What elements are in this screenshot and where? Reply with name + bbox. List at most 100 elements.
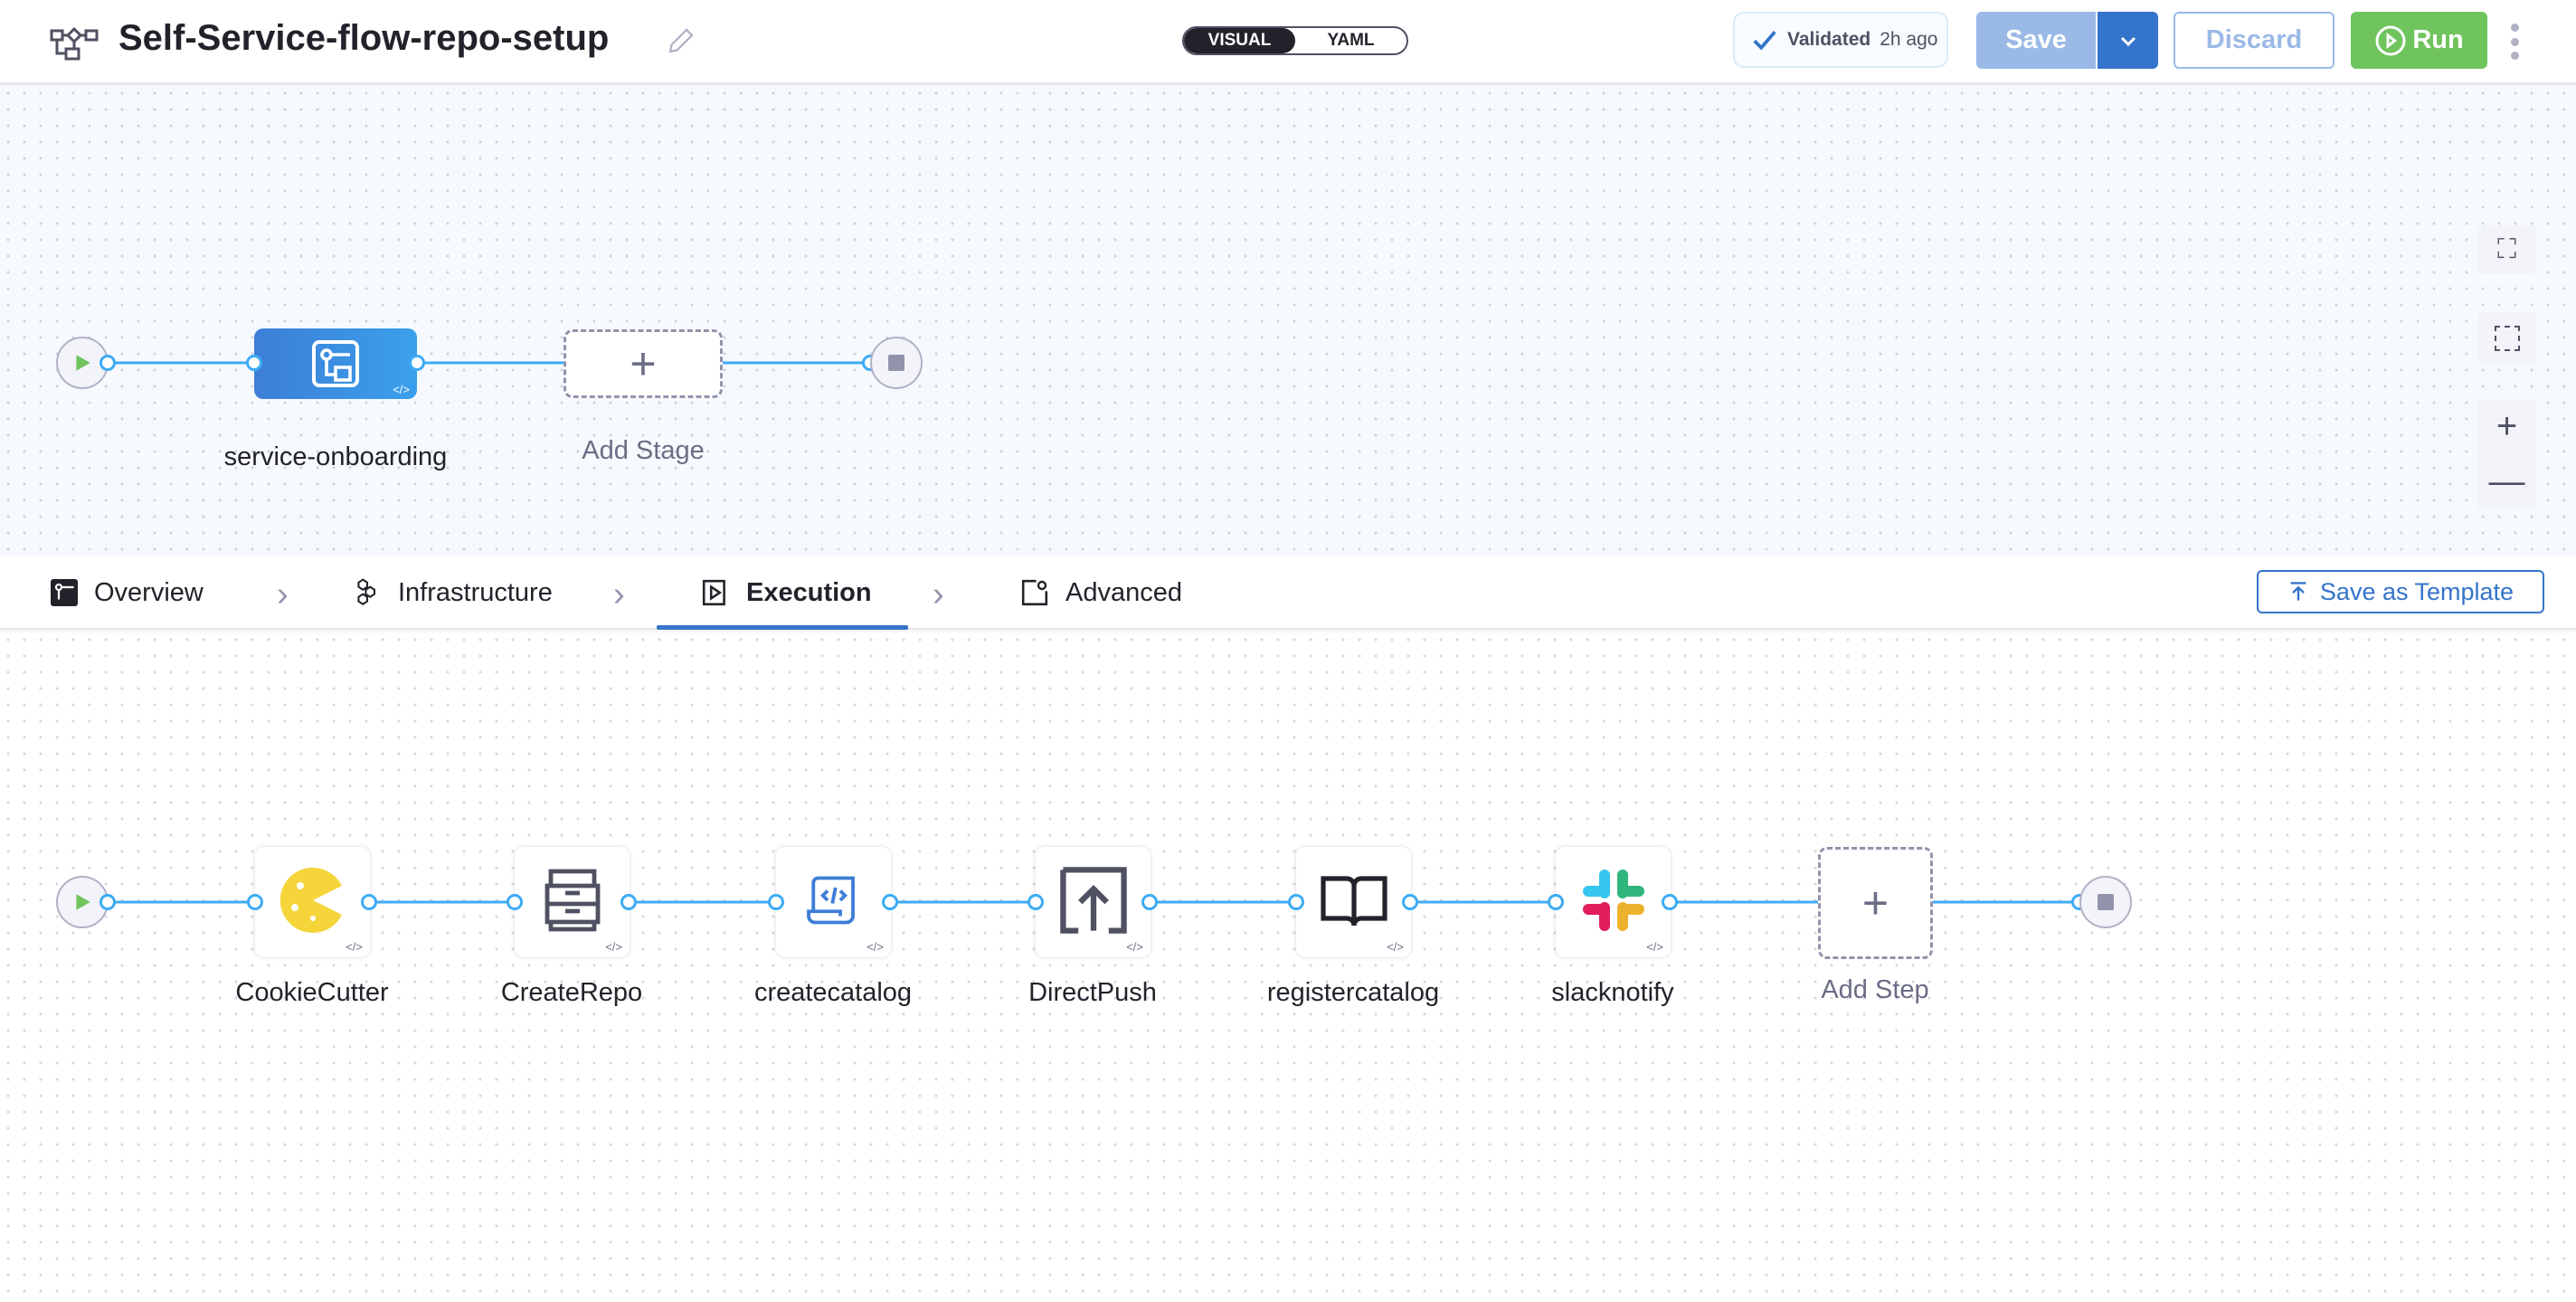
chevron-down-icon [2120,36,2136,46]
pipeline-title: Self-Service-flow-repo-setup [118,18,610,58]
stage-tabs: Overview › Infrastructure › Execution › … [0,556,2576,630]
step-node[interactable]: </> [515,847,630,957]
zoom-out-icon[interactable]: — [2488,461,2525,501]
save-button[interactable]: Save [1976,12,2098,69]
code-icon: </> [867,940,884,954]
step-label: CreateRepo [500,978,643,1007]
port [1402,894,1418,910]
code-icon: </> [1646,940,1663,954]
pipeline-header: Self-Service-flow-repo-setup VISUAL YAML… [0,0,2576,85]
active-tab-indicator [657,625,908,630]
zoom-in-icon[interactable]: + [2496,406,2518,446]
pipeline-icon [50,26,99,61]
port [246,355,262,371]
view-toggle[interactable]: VISUAL YAML [1182,26,1408,55]
validation-time: 2h ago [1880,29,1938,50]
port [507,894,523,910]
fit-to-screen-button[interactable]: ⛶ [2477,225,2536,274]
run-button[interactable]: Run [2351,12,2487,69]
port [768,894,784,910]
port [409,355,425,371]
port [1548,894,1564,910]
add-step-button[interactable]: + [1818,847,1933,959]
add-stage-label: Add Stage [582,436,705,465]
port [1288,894,1304,910]
push-icon [1056,862,1132,943]
chevron-right-icon: › [613,575,625,613]
validation-label: Validated [1787,29,1871,50]
tab-advanced[interactable]: Advanced [1020,556,1182,630]
port [361,894,377,910]
more-options-icon[interactable] [2505,24,2524,60]
selection-icon [2494,326,2520,351]
infrastructure-icon [357,578,376,606]
stop-icon [888,355,904,371]
port [1028,894,1044,910]
tab-label: Overview [94,577,204,607]
zoom-controls: + — [2477,399,2536,509]
stage-connectors [109,361,870,365]
plus-icon: + [630,338,657,389]
port [99,894,116,910]
tab-label: Advanced [1065,577,1182,607]
step-node[interactable]: </> [1296,847,1411,957]
save-dropdown-button[interactable] [2098,12,2158,69]
tab-label: Infrastructure [398,577,553,607]
code-icon: </> [1126,940,1143,954]
play-icon [76,355,90,371]
port [620,894,637,910]
add-step-label: Add Step [1821,975,1929,1004]
plus-icon: + [1861,878,1889,928]
upload-icon [2290,582,2306,601]
visual-toggle[interactable]: VISUAL [1184,28,1295,53]
port [1662,894,1678,910]
discard-button[interactable]: Discard [2174,12,2334,69]
edit-pencil-icon[interactable] [665,24,697,57]
script-icon [802,869,866,936]
cabinet-icon [536,864,609,941]
step-node[interactable]: </> [1556,847,1671,957]
port [882,894,898,910]
cookiecutter-icon [277,864,349,941]
stage-canvas: </> service-onboarding + Add Stage ⛶ + — [0,85,2576,556]
stage-icon [312,340,359,387]
pipeline-end-node [870,337,923,389]
check-icon [1753,31,1776,51]
port [1141,894,1158,910]
code-icon: </> [1387,940,1404,954]
run-label: Run [2412,25,2464,54]
execution-icon [702,579,725,606]
chevron-right-icon: › [277,575,289,613]
code-icon: </> [605,940,622,954]
execution-end-node [2079,876,2132,928]
slack-icon [1577,864,1650,941]
save-button-group: Save [1976,12,2158,69]
step-node[interactable]: </> [776,847,891,957]
save-as-template-button[interactable]: Save as Template [2257,570,2544,613]
tab-infrastructure[interactable]: Infrastructure [353,556,553,630]
tab-label: Execution [746,577,872,607]
stop-icon [2098,894,2114,910]
play-icon [76,894,90,910]
validation-badge[interactable]: Validated 2h ago [1733,12,1948,68]
step-label: slacknotify [1551,978,1674,1007]
add-stage-button[interactable]: + [564,329,723,398]
step-label: registercatalog [1266,978,1440,1007]
port [99,355,116,371]
port [247,894,263,910]
step-node[interactable]: </> [1036,847,1151,957]
tab-overview[interactable]: Overview [51,556,204,630]
tab-execution[interactable]: Execution [701,556,872,630]
chevron-right-icon: › [933,575,944,613]
step-node[interactable]: </> [255,847,370,957]
advanced-icon [1021,579,1048,606]
expand-icon: ⛶ [2497,234,2516,264]
book-icon [1318,864,1390,941]
yaml-toggle[interactable]: YAML [1327,31,1375,50]
stage-label: service-onboarding [223,442,448,471]
select-area-button[interactable] [2477,312,2536,365]
step-label: createcatalog [753,978,913,1007]
code-icon: </> [393,383,410,396]
step-label: DirectPush [1028,978,1157,1007]
stage-node-service-onboarding[interactable]: </> [254,328,417,399]
